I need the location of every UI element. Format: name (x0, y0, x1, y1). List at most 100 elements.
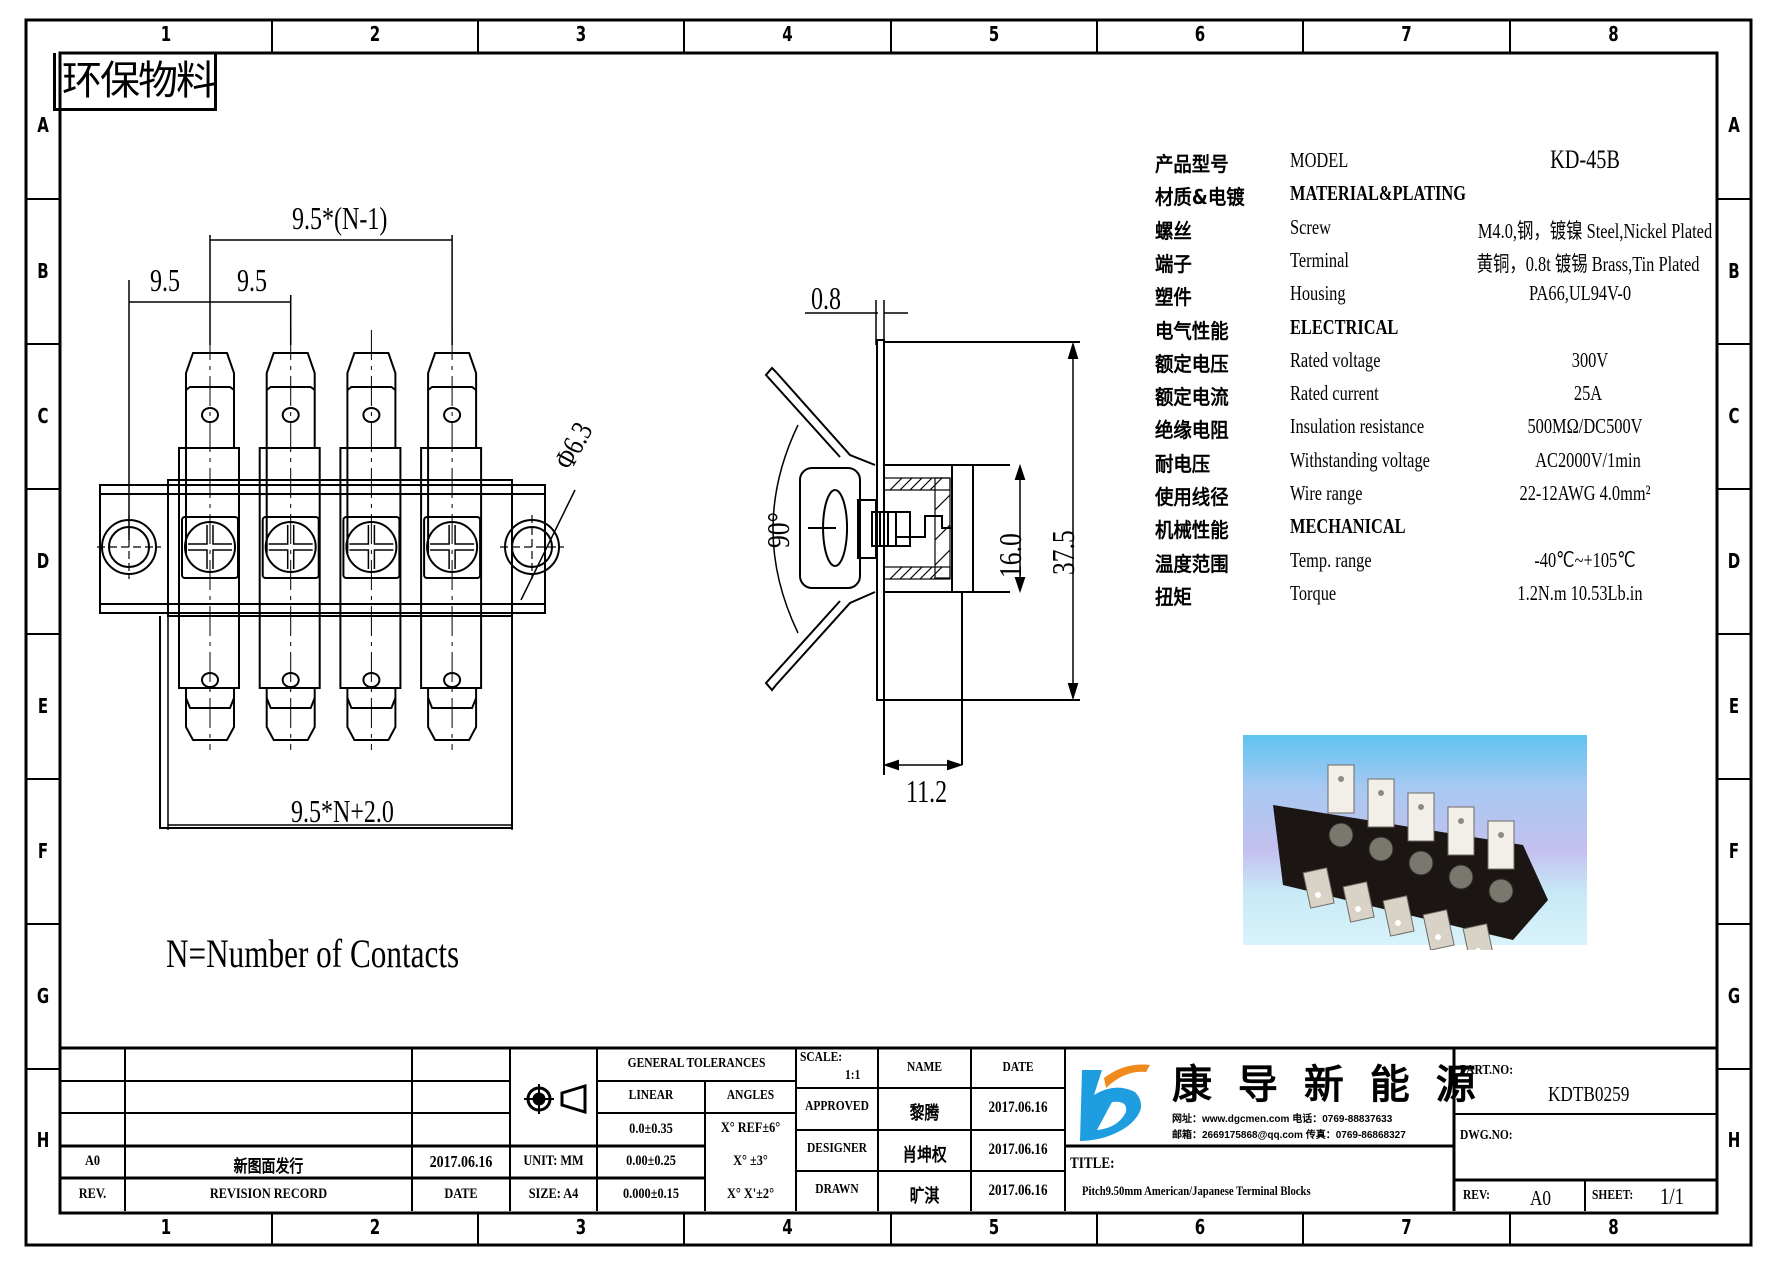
spec-label-en: Withstanding voltage (1290, 447, 1430, 472)
photo-tab-hole (1498, 832, 1504, 838)
zone-row-label: B (37, 258, 49, 283)
zone-row-label: F (37, 838, 49, 863)
screw-cross-icon (349, 525, 394, 569)
terminal-tab-lower (185, 688, 235, 741)
zone-row-label: D (1727, 548, 1741, 573)
photo-tab-hole (1315, 892, 1321, 898)
dim-depth: 11.2 (906, 773, 948, 809)
zone-column-label: 4 (782, 22, 793, 46)
signoff-date-column-label: DATE (1002, 1060, 1034, 1075)
zone-row-label: C (37, 403, 49, 428)
company-contact-line-1: 网址：www.dgcmen.com 电话：0769-88837633 (1172, 1114, 1393, 1125)
photo-terminal-tab-lower (1462, 923, 1495, 950)
spec-label-en: MATERIAL&PLATING (1290, 181, 1466, 206)
linear-label: LINEAR (628, 1088, 674, 1103)
spec-label-en: Screw (1290, 214, 1331, 239)
zone-column-label: 2 (369, 22, 381, 46)
spec-label-cn: 端子 (1155, 251, 1192, 276)
scale-label: SCALE: (800, 1050, 843, 1065)
spec-label-en: Temp. range (1290, 547, 1372, 572)
signoff-role: DRAWN (815, 1182, 859, 1197)
general-tolerances-title: GENERAL TOLERANCES (627, 1056, 766, 1071)
front-view-drawing (97, 235, 576, 830)
signoff-name: 黎腾 (909, 1103, 940, 1124)
company-contact-line-2: 邮箱：2669175868@qq.com 传真：0769-86868327 (1172, 1130, 1406, 1141)
photo-tab-hole (1435, 934, 1441, 940)
spec-value: 25A (1573, 381, 1603, 406)
zone-column-label: 3 (575, 1215, 587, 1239)
first-angle-projection-icon (524, 1083, 587, 1115)
photo-terminal-tab-upper (1487, 820, 1515, 870)
zone-row-label: A (1728, 113, 1740, 137)
photo-terminal-tab-lower (1342, 881, 1375, 923)
photo-screw-icon (1448, 864, 1474, 890)
spec-label-cn: 螺丝 (1155, 218, 1192, 243)
photo-tab-hole (1418, 804, 1424, 810)
drawing-title: Pitch9.50mm American/Japanese Terminal B… (1082, 1183, 1311, 1198)
photo-tab-hole (1475, 948, 1481, 950)
revision-value: A0 (84, 1153, 101, 1169)
revision-record-value: 新图面发行 (233, 1157, 304, 1176)
zone-row-label: C (1728, 403, 1740, 428)
zone-row-label: E (1728, 693, 1740, 718)
zone-row-label: H (36, 1128, 50, 1152)
spec-value: 1.2N.m 10.53Lb.in (1517, 580, 1643, 605)
dim-pitch-right: 9.5 (237, 262, 267, 298)
spec-label-en: Terminal (1290, 247, 1349, 272)
zone-column-label: 1 (160, 22, 172, 46)
signoff-name: 肖坤权 (902, 1145, 947, 1166)
sheet-value: 1/1 (1660, 1184, 1685, 1209)
size-label: SIZE: A4 (528, 1186, 579, 1202)
part-no-label: PART.NO: (1460, 1063, 1514, 1078)
dim-span: 9.5*(N-1) (292, 200, 388, 236)
spec-label-cn: 产品型号 (1155, 152, 1229, 176)
date-column-label: DATE (444, 1186, 478, 1202)
spec-label-en: Wire range (1290, 481, 1363, 505)
company-logo-icon (1080, 1064, 1150, 1141)
spec-label-en: Housing (1290, 281, 1346, 306)
photo-terminal-tab-upper (1367, 778, 1395, 828)
photo-terminal-tab-upper (1327, 764, 1355, 814)
dim-pitch-left: 9.5 (150, 262, 180, 298)
spec-value: -40℃~+105℃ (1534, 547, 1636, 572)
product-photo (1243, 735, 1587, 950)
dim-total-length: 9.5*N+2.0 (291, 793, 394, 829)
name-column-label: NAME (906, 1060, 943, 1075)
zone-row-label: F (1728, 838, 1740, 863)
mounting-rail (99, 484, 546, 614)
signoff-role: DESIGNER (807, 1141, 867, 1156)
zone-column-label: 7 (1401, 22, 1412, 46)
zone-row-label: G (1727, 983, 1741, 1008)
outer-border (24, 18, 1753, 1247)
zone-column-label: 5 (988, 1215, 1000, 1239)
zone-column-label: 2 (369, 1215, 381, 1239)
screw-cross-icon (188, 525, 232, 569)
photo-screw-icon (1328, 822, 1354, 848)
spec-label-cn: 扭矩 (1155, 584, 1192, 609)
leader-line (520, 489, 576, 601)
spec-value: M4.0,钢，镀镍 Steel,Nickel Plated (1477, 218, 1713, 243)
spec-label-cn: 额定电压 (1155, 351, 1229, 376)
spec-value: 22-12AWG 4.0mm² (1519, 481, 1651, 505)
signoff-date: 2017.06.16 (988, 1099, 1048, 1116)
spec-label-en: Rated voltage (1290, 347, 1381, 372)
zone-column-label: 1 (160, 1215, 172, 1239)
part-no-value: KDTB0259 (1548, 1082, 1630, 1106)
photo-terminal-tab-lower (1382, 895, 1415, 937)
photo-tab-hole (1355, 906, 1361, 912)
angle-tolerance-1: X° REF±6° (720, 1120, 781, 1136)
spec-value: AC2000V/1min (1535, 447, 1641, 472)
spec-label-cn: 绝缘电阻 (1155, 418, 1229, 443)
spec-label-cn: 额定电流 (1155, 385, 1229, 410)
spec-label-en: Torque (1290, 580, 1337, 605)
zone-column-label: 3 (575, 22, 587, 46)
unit-label: UNIT: MM (523, 1153, 584, 1169)
spec-label-en: Rated current (1290, 381, 1379, 406)
screw-cross-icon (268, 525, 313, 569)
zone-column-label: 8 (1608, 1215, 1619, 1239)
zone-row-label: B (1728, 258, 1740, 283)
rev-value: A0 (1530, 1186, 1552, 1210)
photo-terminal-tab-upper (1407, 792, 1435, 842)
photo-screw-icon (1408, 850, 1434, 876)
linear-tolerance-2: 0.00±0.25 (626, 1153, 676, 1169)
